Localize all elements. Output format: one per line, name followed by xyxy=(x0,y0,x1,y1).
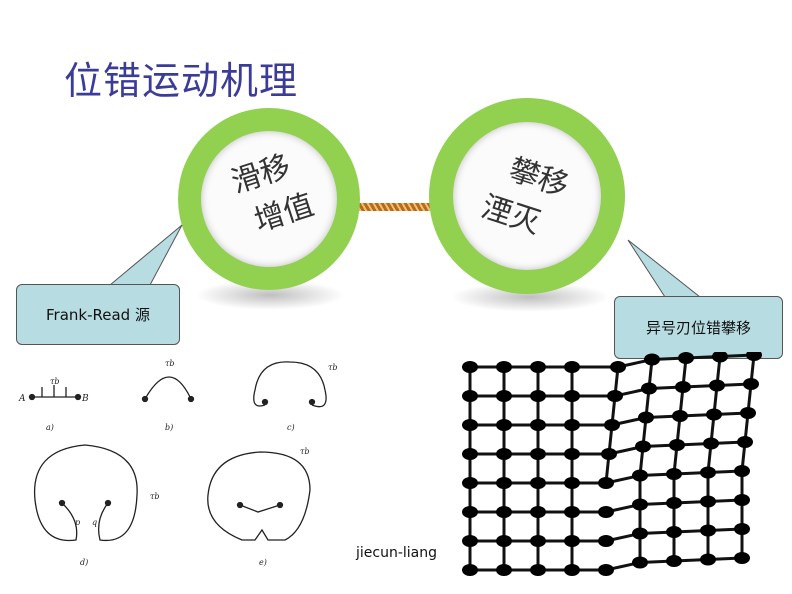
lattice-atom xyxy=(530,361,546,373)
lattice-atom xyxy=(462,361,478,373)
lattice-atom xyxy=(641,382,657,395)
lattice-atom xyxy=(462,448,478,460)
lattice-atom xyxy=(462,564,478,576)
image-caption: jiecun-liang xyxy=(356,545,438,561)
lattice-atom xyxy=(530,506,546,518)
lattice-atom xyxy=(564,448,580,460)
lattice-atom xyxy=(564,564,580,576)
lattice-atom xyxy=(709,379,725,392)
lattice-atom xyxy=(496,390,512,402)
lattice-atom xyxy=(700,524,716,537)
svg-text:τb: τb xyxy=(165,359,175,368)
lattice-atom xyxy=(700,495,716,508)
lattice-atom xyxy=(672,410,688,422)
svg-text:e): e) xyxy=(259,558,267,567)
svg-text:q: q xyxy=(92,518,97,527)
lattice-atom xyxy=(644,353,660,366)
lattice-atom xyxy=(598,564,614,576)
lattice-atom xyxy=(678,352,694,364)
lattice-atom xyxy=(666,468,682,480)
lattice-atom xyxy=(496,448,512,460)
lattice-atom xyxy=(743,378,759,390)
lattice-atom xyxy=(666,526,682,538)
lattice-atom xyxy=(632,527,648,540)
lattice-atom xyxy=(496,535,512,547)
svg-text:d): d) xyxy=(80,558,88,567)
lattice-atom xyxy=(496,361,512,373)
svg-text:b): b) xyxy=(165,423,173,432)
lattice-atom xyxy=(740,407,756,419)
lattice-atom xyxy=(530,535,546,547)
svg-text:τb: τb xyxy=(300,447,310,456)
lattice-atom xyxy=(734,494,750,506)
slide-title: 位错运动机理 xyxy=(64,59,299,103)
lattice-atom xyxy=(675,381,691,393)
lattice-atom xyxy=(564,361,580,373)
lattice-atom xyxy=(607,390,623,402)
label-B: B xyxy=(81,394,89,404)
lattice-atom xyxy=(734,552,750,564)
lattice-atom xyxy=(700,466,716,479)
right-callout: 异号刃位错攀移 xyxy=(614,296,783,359)
label-A: A xyxy=(18,394,26,404)
right-circle: 攀移 湮灭 xyxy=(429,98,625,294)
lattice-atom xyxy=(632,469,648,482)
lattice-atom xyxy=(564,477,580,489)
lattice-atom xyxy=(700,553,716,566)
lattice-atom xyxy=(703,437,719,450)
lattice-atom xyxy=(462,390,478,402)
lattice-atom xyxy=(496,477,512,489)
lattice-atom xyxy=(734,523,750,535)
lattice-atom xyxy=(530,390,546,402)
lattice-atom xyxy=(666,497,682,509)
svg-text:a): a) xyxy=(46,423,54,432)
lattice-atom xyxy=(530,564,546,576)
lattice-atom xyxy=(598,506,614,518)
lattice-atom xyxy=(496,419,512,431)
lattice-atom xyxy=(632,556,648,569)
lattice-atom xyxy=(604,419,620,431)
left-callout: Frank-Read 源 xyxy=(16,284,180,345)
svg-text:p: p xyxy=(75,518,80,527)
lattice-atom xyxy=(598,535,614,547)
lattice-atom xyxy=(706,408,722,421)
lattice-atom xyxy=(638,411,654,424)
svg-text:τb: τb xyxy=(50,377,60,386)
svg-text:c): c) xyxy=(287,423,295,432)
lattice-atom xyxy=(635,440,651,453)
lattice-atom xyxy=(601,448,617,460)
lattice-atom xyxy=(462,477,478,489)
lattice-atom xyxy=(462,535,478,547)
lattice-atom xyxy=(746,352,762,361)
svg-text:τb: τb xyxy=(150,492,160,501)
lattice-atom xyxy=(632,498,648,511)
lattice-atom xyxy=(496,506,512,518)
lattice-atom xyxy=(666,555,682,567)
svg-text:τb: τb xyxy=(328,363,338,372)
lattice-atom xyxy=(530,419,546,431)
lattice-atom xyxy=(734,465,750,477)
lattice-atom xyxy=(712,352,728,363)
lattice-atom xyxy=(598,477,614,489)
lattice-atom xyxy=(564,390,580,402)
lattice-atom xyxy=(737,436,753,448)
lattice-atom xyxy=(462,419,478,431)
lattice-atom xyxy=(462,506,478,518)
lattice-atom xyxy=(530,477,546,489)
lattice-atom xyxy=(610,361,626,373)
lattice-atom xyxy=(564,506,580,518)
lattice-atom xyxy=(564,535,580,547)
rope-connector xyxy=(356,203,432,211)
lattice-atom xyxy=(530,448,546,460)
lattice-atom xyxy=(496,564,512,576)
lattice-atom xyxy=(564,419,580,431)
lattice-atom xyxy=(669,439,685,451)
frank-read-diagram: A B τb a) τb b) τb c) p q τb d) τb e) xyxy=(18,359,338,567)
left-circle: 滑移 增值 xyxy=(178,108,360,290)
edge-dislocation-lattice xyxy=(462,352,762,576)
